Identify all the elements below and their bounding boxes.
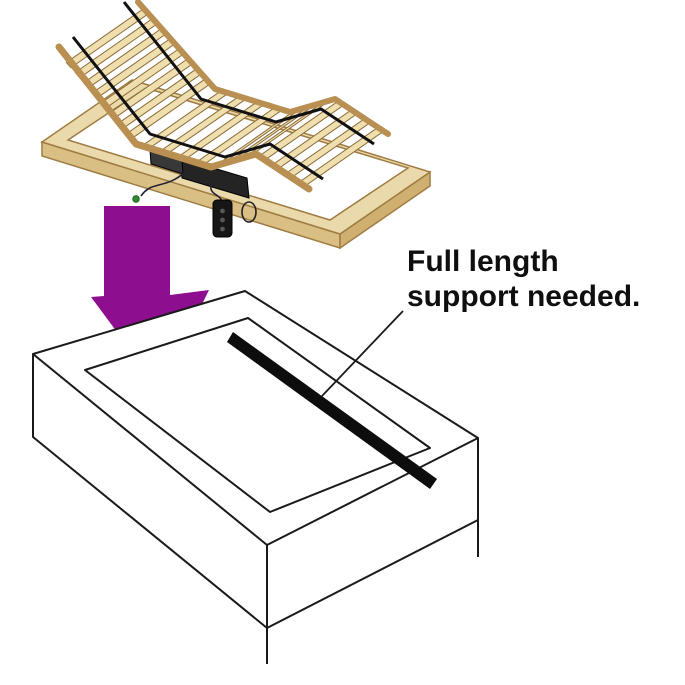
slat-rail-back <box>135 0 391 137</box>
annotation-line-2: support needed. <box>407 280 641 314</box>
center-support-rail <box>227 332 437 489</box>
power-cable <box>140 171 186 197</box>
power-connector <box>132 195 140 203</box>
cable-loop <box>241 201 257 223</box>
tension-strap-back <box>122 1 375 146</box>
annotation-text: Full length support needed. <box>407 244 677 315</box>
annotation-pointer-line <box>321 310 404 397</box>
slatted-bed-base-illustration <box>42 0 430 250</box>
bed-frame-outline-drawing <box>32 290 479 664</box>
frame-outer-rim <box>32 290 479 546</box>
annotation-line-1: Full length <box>407 245 559 278</box>
remote-control <box>212 199 233 238</box>
slat-rail-front <box>55 43 313 193</box>
tension-strap-front <box>71 36 324 181</box>
frame-inner-rim <box>84 317 431 513</box>
